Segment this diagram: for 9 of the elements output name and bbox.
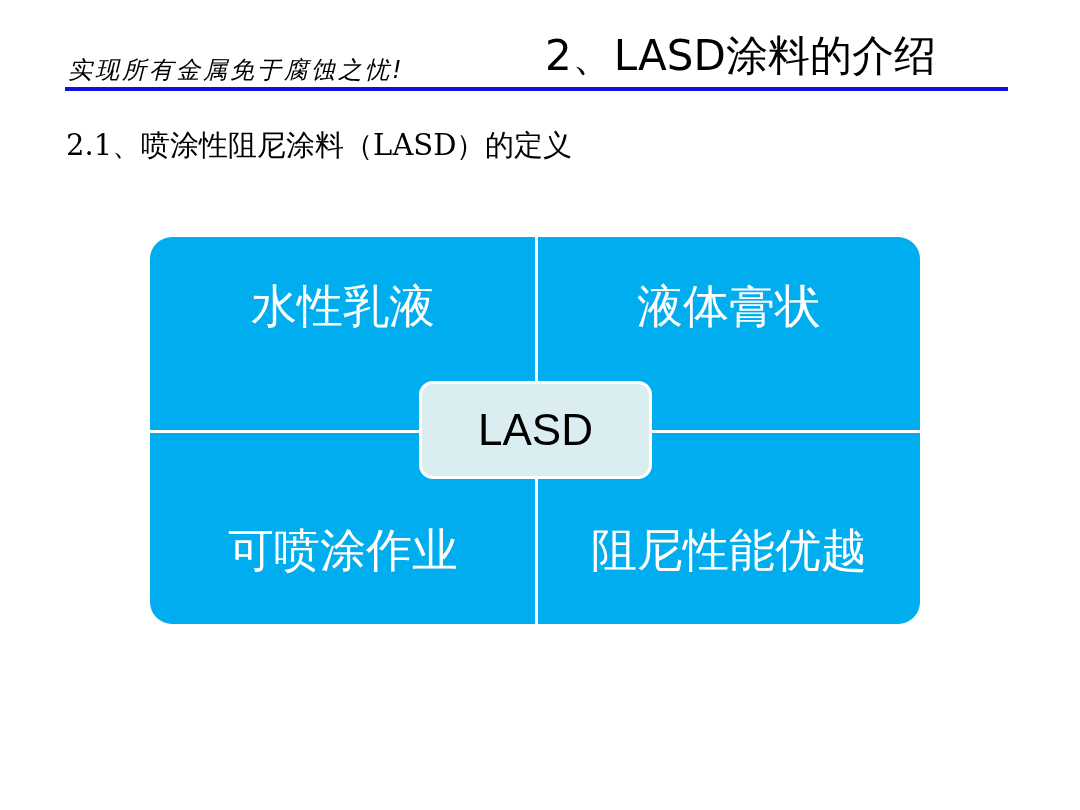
slogan: 实现所有金属免于腐蚀之忧! bbox=[68, 55, 405, 85]
center-label: LASD bbox=[478, 405, 593, 455]
title: 2、LASD涂料的介绍 bbox=[545, 30, 936, 82]
quadrant-label: 液体膏状 bbox=[637, 279, 821, 335]
quadrant-label: 阻尼性能优越 bbox=[591, 523, 867, 579]
quadrant-label: 可喷涂作业 bbox=[227, 523, 458, 579]
subtitle: 2.1、喷涂性阻尼涂料（LASD）的定义 bbox=[66, 127, 573, 163]
center-box bbox=[419, 381, 652, 479]
quadrant-label: 水性乳液 bbox=[250, 279, 435, 335]
